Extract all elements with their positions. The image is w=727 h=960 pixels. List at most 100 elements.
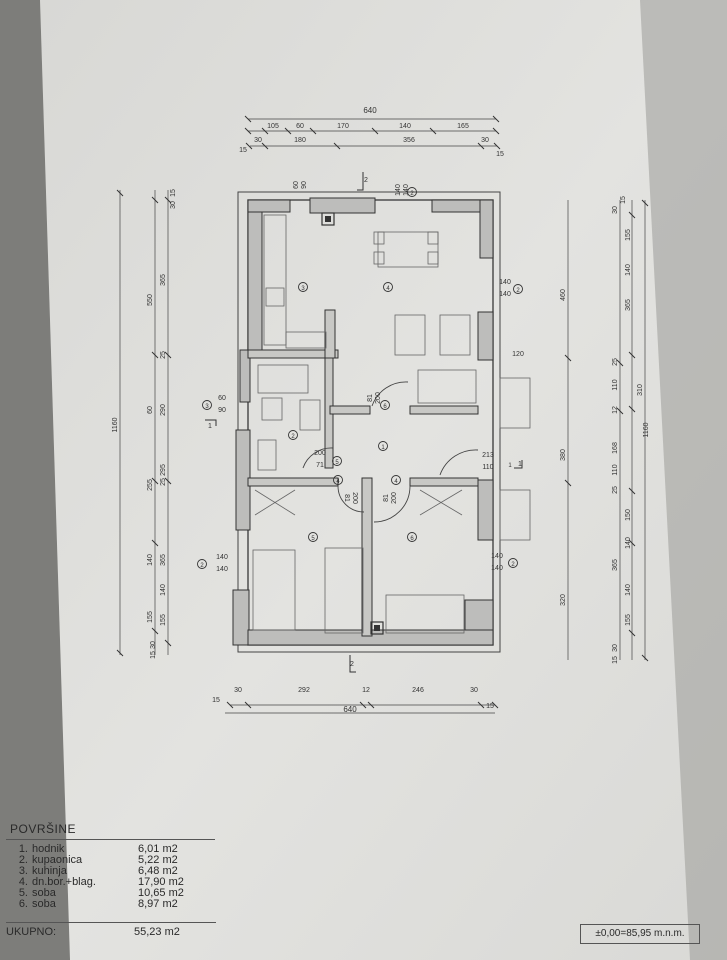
- door-tag: 4: [336, 479, 340, 485]
- right-inner-dim: 140: [625, 537, 632, 549]
- area-row-value: 10,65 m2: [138, 887, 184, 899]
- window-size: 140: [499, 279, 511, 286]
- window-tag: 2: [410, 191, 414, 197]
- door-size: 110: [482, 464, 493, 471]
- area-row-number: 2.: [18, 854, 28, 866]
- left-inner-dim: 30: [170, 201, 177, 209]
- right-dim: 380: [560, 449, 567, 461]
- right-inner-dim: 168: [612, 442, 619, 454]
- area-row: 1. hodnik 6,01 m2: [6, 844, 216, 855]
- area-total-value: 55,23 m2: [134, 926, 180, 938]
- room-number: 6: [410, 536, 414, 542]
- left-inner-dim: 365: [160, 554, 167, 566]
- area-total-label: UKUPNO:: [6, 926, 57, 938]
- left-inner-dim: 15: [170, 189, 177, 197]
- window-size: 140: [491, 565, 503, 572]
- bottom-dim: 292: [298, 687, 310, 694]
- opening-dim: 120: [512, 351, 524, 358]
- door-tag: 5: [335, 460, 339, 466]
- door-size: 200: [375, 392, 382, 404]
- left-inner-dim: 30: [150, 641, 157, 649]
- section-mark: 1: [208, 423, 212, 430]
- window-size: 90: [301, 181, 308, 189]
- right-inner-dim: 110: [612, 379, 619, 390]
- door-tag: 4: [394, 479, 398, 485]
- top-dim: 60: [296, 123, 304, 130]
- area-row-name: soba: [32, 887, 56, 899]
- right-inner-dim: 155: [625, 614, 632, 626]
- right-dim: 460: [560, 289, 567, 301]
- right-inner-dim: 25: [612, 486, 619, 494]
- area-row: 6. soba 8,97 m2: [6, 899, 216, 910]
- right-dim: 320: [560, 594, 567, 606]
- window-tag: 2: [511, 562, 515, 568]
- door-tag: 1: [508, 463, 512, 469]
- area-row: 2. kupaonica 5,22 m2: [6, 855, 216, 866]
- area-row-value: 6,48 m2: [138, 865, 178, 877]
- area-row: 5. soba 10,65 m2: [6, 888, 216, 899]
- top-inner-dim: 356: [403, 137, 415, 144]
- area-row-name: kuhinja: [32, 865, 67, 877]
- door-tag: 6: [383, 404, 387, 410]
- area-row-value: 6,01 m2: [138, 843, 178, 855]
- window-tag: 2: [200, 563, 204, 569]
- right-inner-dim: 30: [612, 206, 619, 214]
- area-row-name: kupaonica: [32, 854, 83, 866]
- top-inner-dim: 30: [254, 137, 262, 144]
- area-row-value: 5,22 m2: [138, 854, 178, 866]
- area-row-number: 4.: [18, 876, 28, 888]
- window-size: 140: [395, 184, 402, 196]
- left-dim: 255: [147, 479, 154, 491]
- right-total-dim: 1160: [643, 422, 650, 437]
- left-inner-dim: 295: [160, 464, 167, 476]
- room-number: 2: [291, 434, 295, 440]
- elevation-note: ±0,00=85,95 m.n.m.: [580, 924, 700, 944]
- right-inner-dim: 140: [625, 584, 632, 596]
- door-size: 200: [351, 492, 358, 504]
- area-row-number: 5.: [18, 887, 28, 899]
- top-dim: 105: [267, 123, 279, 130]
- window-size: 140: [216, 566, 228, 573]
- door-size: 81: [343, 494, 350, 502]
- top-inner-dim: 30: [481, 137, 489, 144]
- right-inner-dim: 365: [612, 559, 619, 571]
- area-row-value: 17,90 m2: [138, 876, 184, 888]
- area-row-number: 1.: [18, 843, 28, 855]
- right-inner-dim: 110: [612, 464, 619, 475]
- window-size: 60: [218, 395, 226, 402]
- top-inner-dim: 180: [294, 137, 306, 144]
- area-row-name: dn.bor.+blag.: [32, 876, 96, 888]
- window-size: 140: [216, 554, 228, 561]
- area-row: 4. dn.bor.+blag. 17,90 m2: [6, 877, 216, 888]
- window-tag: 2: [516, 288, 520, 294]
- top-dim: 140: [399, 123, 411, 130]
- right-inner-dim: 140: [625, 264, 632, 276]
- door-size: 81: [383, 494, 390, 502]
- door-size: 81: [367, 394, 374, 402]
- bottom-dim: 15: [212, 697, 220, 704]
- right-inner-dim: 15: [620, 196, 627, 204]
- top-dim: 165: [457, 123, 469, 130]
- window-size: 140: [403, 184, 410, 196]
- top-total-dim: 640: [363, 106, 377, 115]
- area-schedule-title: POVRŠINE: [6, 822, 215, 840]
- left-dim: 60: [147, 406, 154, 414]
- section-mark: 1: [518, 461, 522, 468]
- area-row-name: hodnik: [32, 843, 65, 855]
- window-size: 140: [499, 291, 511, 298]
- top-inner-dim: 15: [239, 147, 247, 154]
- top-inner-dim: 15: [496, 151, 504, 158]
- room-number: 1: [381, 445, 385, 451]
- area-row-value: 8,97 m2: [138, 898, 178, 910]
- bottom-dim: 30: [470, 687, 478, 694]
- bottom-dim: 12: [362, 687, 370, 694]
- bottom-total-dim: 640: [343, 705, 357, 714]
- top-dim: 170: [337, 123, 349, 130]
- left-inner-dim: 25: [160, 478, 167, 486]
- section-mark: 2: [364, 177, 368, 184]
- room-number: 5: [311, 536, 315, 542]
- area-total-row: UKUPNO: 55,23 m2: [6, 922, 216, 938]
- window-size: 140: [491, 553, 503, 560]
